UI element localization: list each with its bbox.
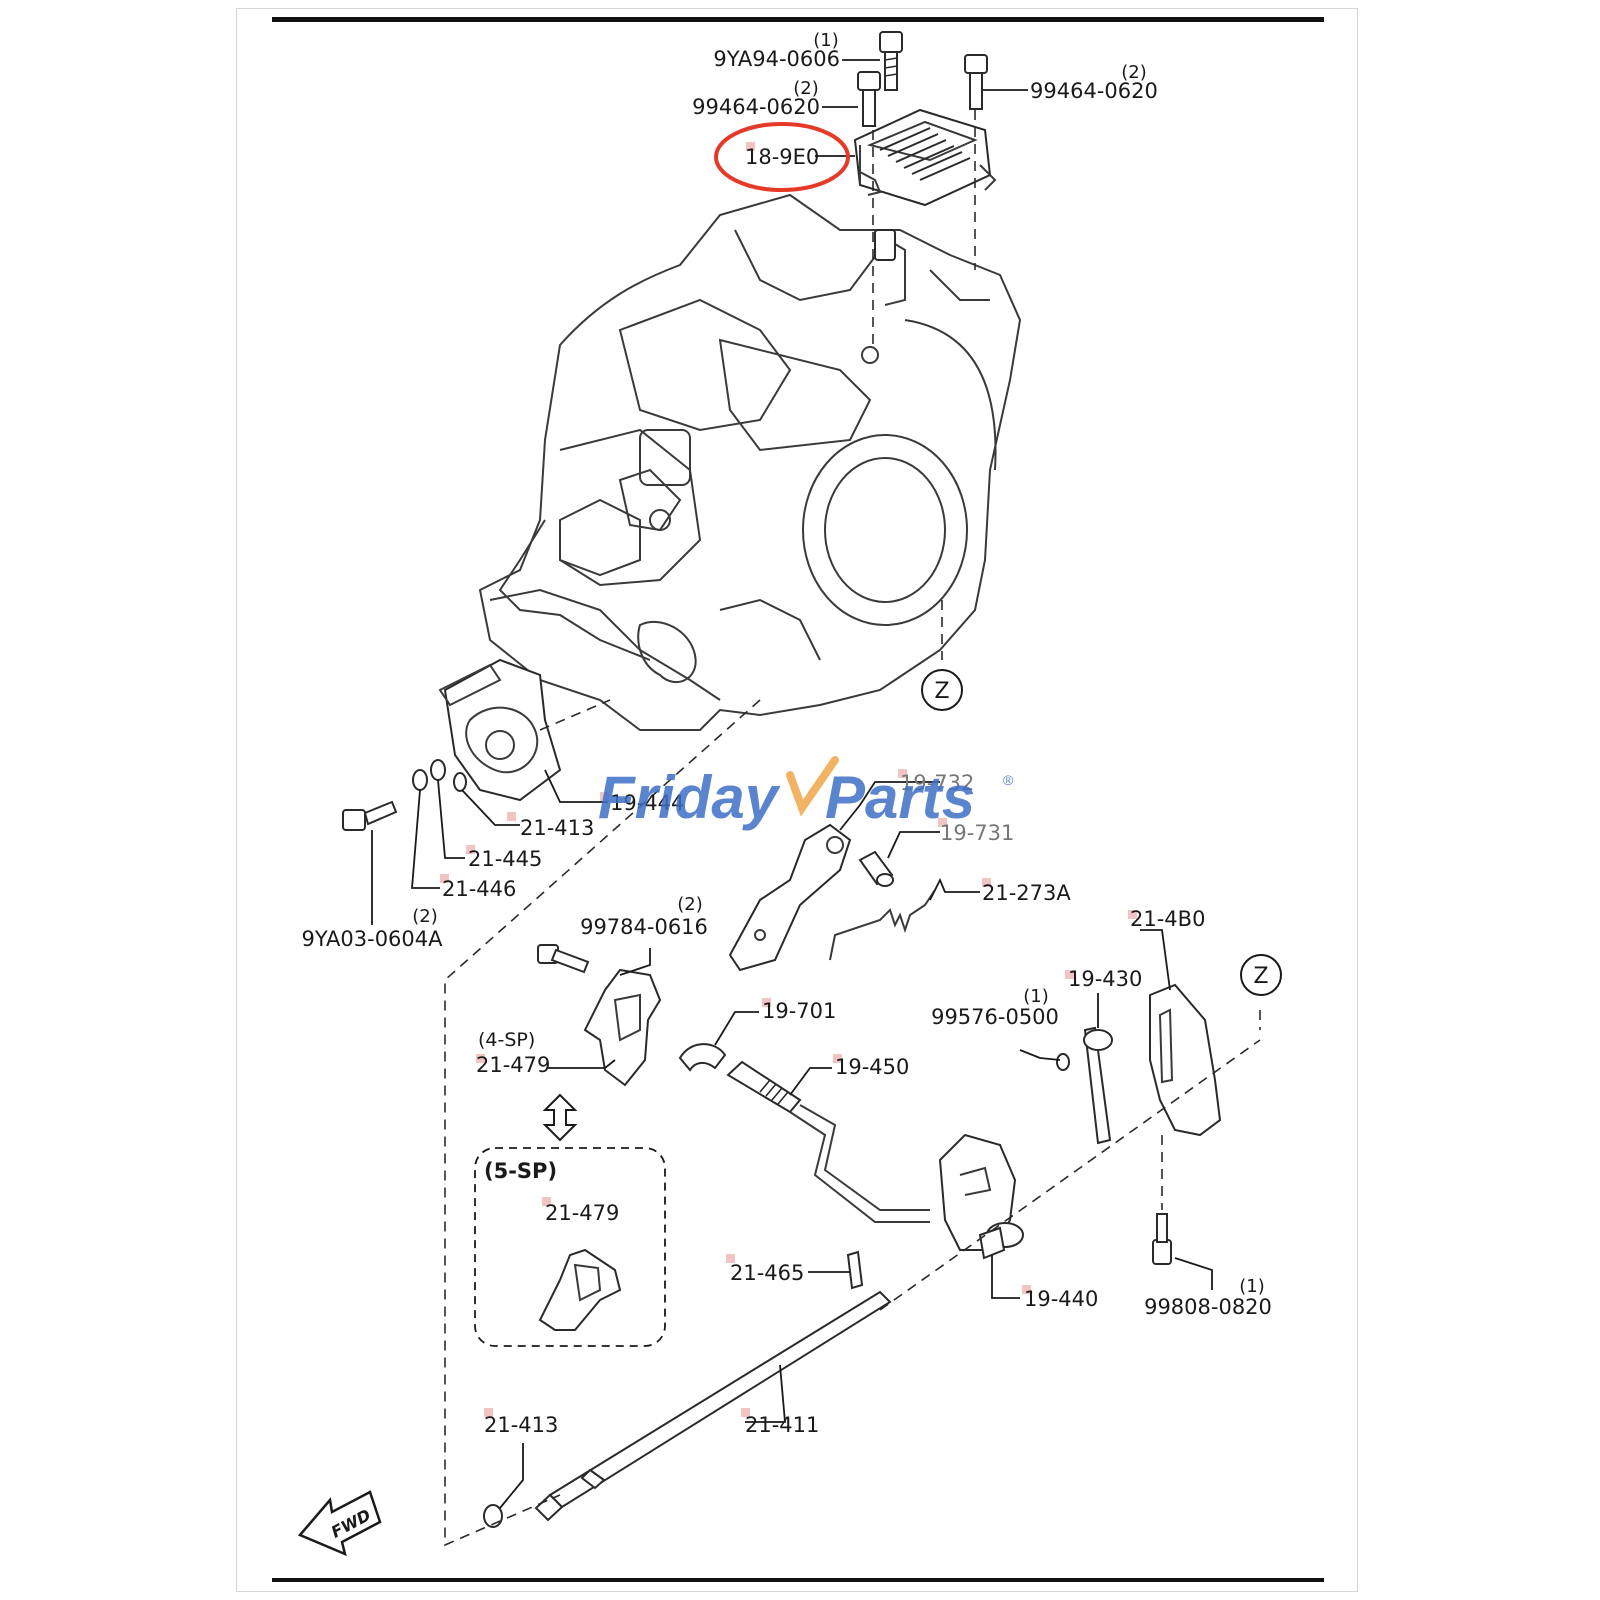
watermark-check-icon [786,756,839,817]
label-21-413-lower: 21-413 [484,1413,558,1437]
reference-circle-z-2 [1240,954,1282,996]
qty-99464-0620-right: (2) [1121,62,1147,83]
label-21-413-upper: 21-413 [520,816,594,840]
detent-lever-19-732 [728,823,852,972]
bracket-21-4B0 [1149,983,1222,1137]
rod-19-430 [1083,1026,1113,1145]
pin-21-465 [846,1250,864,1290]
bolt-99464-0620-right [964,54,988,110]
label-19-444: 19-444 [610,791,684,815]
label-5sp: (5-SP) [484,1159,557,1183]
pin-19-731 [858,850,894,887]
label-9YA03-0604A: 9YA03-0604A [301,927,443,951]
reference-marks [440,142,1137,1417]
shaft-21-411 [534,1290,892,1522]
bolt-99784-0616 [537,944,590,974]
label-9YA94-0606: 9YA94-0606 [713,47,840,71]
qty-99464-0620-left: (2) [793,78,819,99]
label-z-1: Z [934,679,949,704]
label-18-9E0: 18-9E0 [745,145,819,169]
label-99464-0620-left: 99464-0620 [692,95,820,119]
label-19-440: 19-440 [1024,1287,1098,1311]
label-19-701: 19-701 [762,999,836,1023]
label-21-4B0: 21-4B0 [1130,907,1205,931]
tcm-module-18-9E0 [853,108,997,207]
qty-9YA03-0604A: (2) [412,906,438,927]
spring-21-273A [829,889,936,961]
clip-99576-0500 [1056,1053,1070,1071]
label-99464-0620-right: 99464-0620 [1030,79,1158,103]
label-21-479-5sp: 21-479 [545,1201,619,1225]
label-21-446: 21-446 [442,877,516,901]
exchange-arrow [542,1093,578,1142]
rod-19-450 [726,1060,930,1223]
fwd-arrow [297,1490,382,1557]
washer-set [342,759,467,831]
label-19-450: 19-450 [835,1055,909,1079]
label-21-445: 21-445 [468,847,542,871]
bolt-99464-0620-left [857,71,881,127]
range-sensor-19-444 [438,658,562,802]
qty-99808-0820: (1) [1239,1276,1265,1297]
assembly-dash-left [444,699,761,1547]
manual-plate-19-440 [938,1133,1024,1260]
transmission-housing [478,193,1022,731]
label-4sp: (4-SP) [478,1029,535,1051]
label-99808-0820: 99808-0820 [1144,1295,1272,1319]
bolt-9YA94-0606 [879,31,903,91]
part-labels: (1) 9YA94-0606 (2) 99464-0620 (2) 99464-… [301,30,1271,1437]
watermark-registered: ® [1003,772,1014,788]
label-21-411: 21-411 [745,1413,819,1437]
five-speed-variant-box [474,1147,666,1347]
highlight-ellipse [714,122,850,192]
label-19-731: 19-731 [940,821,1014,845]
qty-99784-0616: (2) [677,894,703,915]
bracket-21-479-4sp [583,968,662,1087]
qty-9YA94-0606: (1) [813,30,839,51]
watermark-logo: Friday Parts ® [598,756,1014,831]
top-rule [272,17,1324,22]
leader-lines [371,59,1213,1509]
label-99576-0500: 99576-0500 [931,1005,1059,1029]
qty-99576-0500: (1) [1023,986,1049,1007]
clip-19-701 [678,1043,727,1072]
bracket-21-479-5sp [538,1248,622,1331]
label-19-430: 19-430 [1068,967,1142,991]
label-19-732: 19-732 [900,771,974,795]
watermark-brand-b: Parts [825,764,975,831]
label-99784-0616: 99784-0616 [580,915,708,939]
bolt-99808-0820 [1152,1213,1172,1265]
assembly-dash-right [879,1039,1261,1311]
label-21-273A: 21-273A [982,881,1071,905]
label-21-479-4sp: 21-479 [476,1053,550,1077]
label-z-2: Z [1253,964,1268,989]
watermark-brand-a: Friday [598,764,781,831]
label-21-465: 21-465 [730,1261,804,1285]
reference-circle-z-1 [921,669,963,711]
bottom-rule [272,1578,1324,1582]
